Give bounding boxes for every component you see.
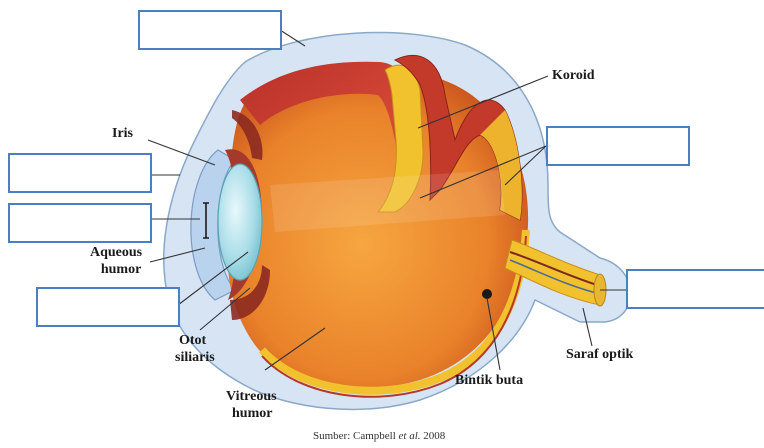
source-prefix: Sumber: Campbell bbox=[313, 430, 399, 442]
blank-box-right-lower[interactable] bbox=[626, 269, 764, 309]
blank-box-top-left[interactable] bbox=[138, 10, 282, 50]
label-vitreous-line2: humor bbox=[232, 405, 277, 422]
blank-box-right-upper[interactable] bbox=[546, 126, 690, 166]
source-citation: Sumber: Campbell et al. 2008 bbox=[313, 430, 445, 442]
label-bintik-buta: Bintik buta bbox=[455, 372, 523, 389]
label-koroid-text: Koroid bbox=[552, 68, 595, 83]
label-otot-line2: siliaris bbox=[175, 349, 215, 366]
label-saraf-optik: Saraf optik bbox=[566, 346, 633, 363]
label-koroid: Koroid bbox=[552, 67, 595, 84]
label-otot-line1: Otot bbox=[179, 332, 215, 349]
blank-box-left-middle[interactable] bbox=[8, 203, 152, 243]
source-suffix: 2008 bbox=[421, 430, 446, 442]
label-saraf-optik-text: Saraf optik bbox=[566, 347, 633, 362]
blank-box-left-lower[interactable] bbox=[36, 287, 180, 327]
source-italic: et al. bbox=[399, 430, 421, 442]
label-vitreous-humor: Vitreous humor bbox=[226, 388, 277, 422]
lens bbox=[218, 164, 262, 280]
blind-spot-dot bbox=[482, 289, 492, 299]
label-bintik-buta-text: Bintik buta bbox=[455, 373, 523, 388]
label-aqueous-line2: humor bbox=[100, 261, 142, 278]
label-vitreous-line1: Vitreous bbox=[226, 388, 277, 405]
label-aqueous-humor: Aqueous humor bbox=[90, 244, 142, 278]
blank-box-left-upper[interactable] bbox=[8, 153, 152, 193]
label-otot-siliaris: Otot siliaris bbox=[175, 332, 215, 366]
label-aqueous-line1: Aqueous bbox=[90, 244, 142, 261]
label-iris-text: Iris bbox=[112, 126, 133, 141]
label-iris: Iris bbox=[112, 125, 133, 142]
